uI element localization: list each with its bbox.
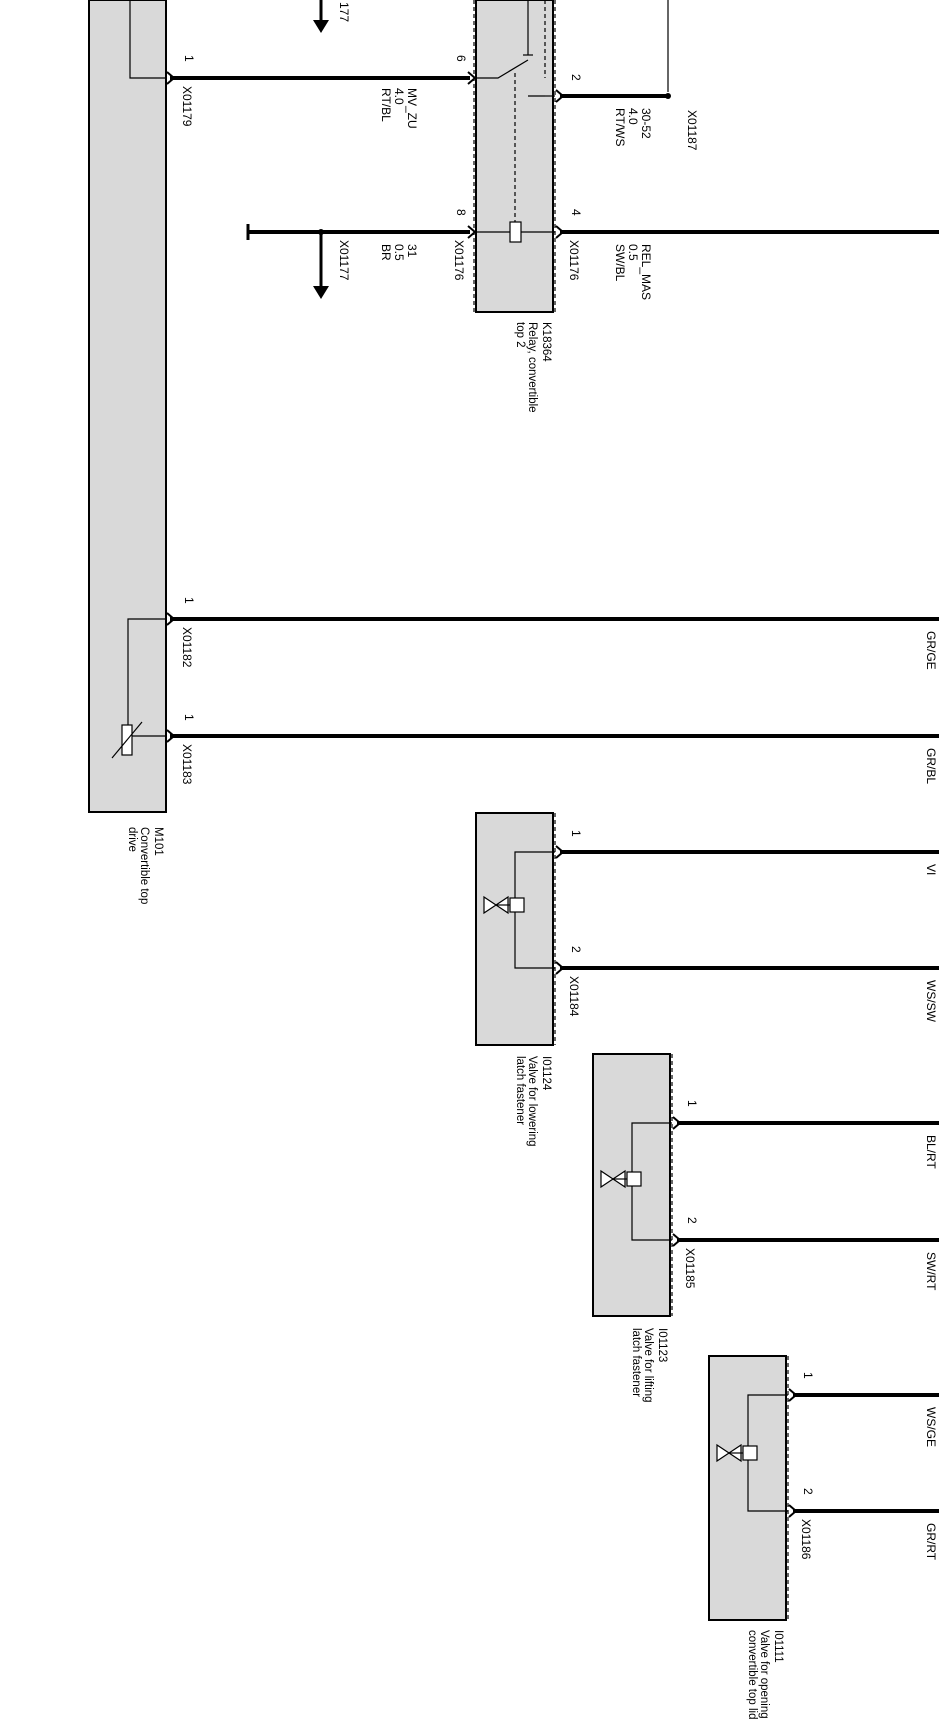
pin-number: 1 <box>685 1100 699 1107</box>
wire-label-31: 31 0.5 BR <box>379 244 419 261</box>
component-name-i01123: Valve for lifting latch fastener <box>630 1328 654 1403</box>
wire-label-mv-zu: MV_ZU 4.0 RT/BL <box>379 88 419 129</box>
component-id-i01123: I01123 <box>656 1328 668 1363</box>
internal-wiring <box>111 0 789 1620</box>
connector-label: X01182 <box>180 627 194 668</box>
down-arrow-icon <box>313 232 329 299</box>
component-name-i01124: Valve for lowering latch fastener <box>514 1056 538 1147</box>
component-id-i01124: I01124 <box>540 1056 552 1091</box>
connector-label: X01176 <box>452 240 466 281</box>
pin-number: 1 <box>182 597 196 604</box>
chevron <box>555 225 565 239</box>
pin-number: 8 <box>454 209 468 216</box>
chevron <box>788 1388 798 1402</box>
wire-label-gr-rt: GR/RT <box>924 1523 938 1561</box>
connector-label: X01176 <box>567 240 581 281</box>
component-id-k18364: K18364 <box>540 322 552 362</box>
connector-label: X01186 <box>799 1519 813 1560</box>
connector-chevrons <box>166 71 798 1518</box>
component-id-i01111: I01111 <box>772 1630 784 1663</box>
chevron <box>788 1504 798 1518</box>
connector-label: 177 <box>337 2 351 23</box>
down-arrow-icon <box>313 0 329 33</box>
connector-label: X01183 <box>180 744 194 785</box>
pin-number: 4 <box>569 209 583 216</box>
pin-number: 1 <box>569 830 583 837</box>
chevron <box>555 961 565 975</box>
pin-number: 1 <box>182 714 196 721</box>
chevron <box>555 89 565 103</box>
pin-number: 2 <box>569 74 583 81</box>
wire-label-ws-sw: WS/SW <box>924 980 938 1022</box>
wire-label-gr-bl: GR/BL <box>924 748 938 785</box>
chevron <box>166 612 176 626</box>
wires <box>170 76 939 1513</box>
component-name-i01111: Valve for opening convertible top lid <box>746 1630 770 1720</box>
wire-label-rel-mas: REL_MAS 0.5 SW/BL <box>613 244 653 301</box>
connector-label: X01184 <box>567 976 581 1017</box>
wire-label-ws-ge: WS/GE <box>924 1407 938 1448</box>
pin-number: 1 <box>801 1372 815 1379</box>
pin-number: 1 <box>182 55 196 62</box>
chevron <box>166 71 176 85</box>
chevron <box>166 729 176 743</box>
chevron <box>467 71 477 85</box>
connector-label: X01185 <box>683 1248 697 1289</box>
k18364-relay-box <box>475 0 554 313</box>
chevron <box>672 1233 682 1247</box>
wire-label-bl-rt: BL/RT <box>924 1135 938 1169</box>
pin-number: 2 <box>801 1488 815 1495</box>
connector-label: X01177 <box>337 240 351 281</box>
wire-label-30-52: 30-52 4.0 RT/WS <box>613 108 653 147</box>
wire-label-gr-ge: GR/GE <box>924 631 938 670</box>
chevron <box>555 845 565 859</box>
pin-number: 2 <box>569 946 583 953</box>
wire-label-sw-rt: SW/RT <box>924 1252 938 1291</box>
junction-dot <box>665 93 671 99</box>
connector-label: X01179 <box>180 86 194 127</box>
component-name-k18364: Relay, convertible top 2 <box>514 322 538 413</box>
chevron <box>467 225 477 239</box>
chevron <box>672 1116 682 1130</box>
wire-label-vi: VI <box>924 864 938 876</box>
connector-label: X01187 <box>685 110 699 151</box>
component-name-m101: Convertible top drive <box>126 827 150 905</box>
pin-number: 6 <box>454 55 468 62</box>
pin-number: 2 <box>685 1217 699 1224</box>
component-id-m101: M101 <box>152 827 164 856</box>
